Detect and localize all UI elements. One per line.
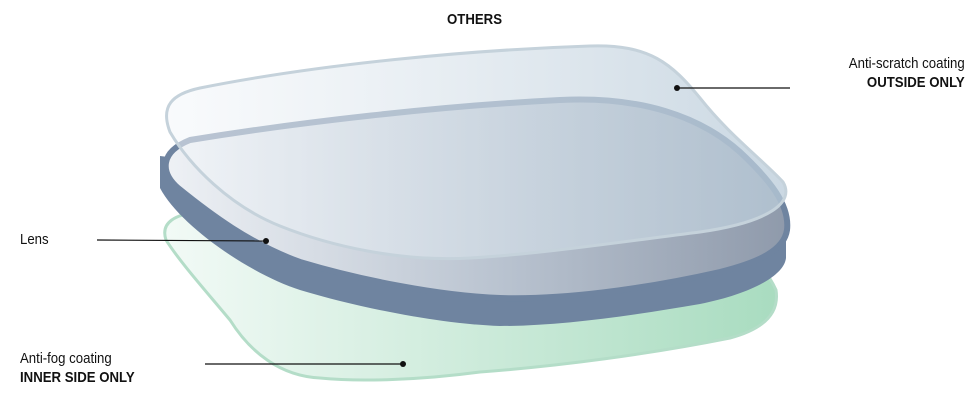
diagram-title: OTHERS: [447, 11, 503, 28]
anti-scratch-label: Anti-scratch coating OUTSIDE ONLY: [849, 54, 965, 92]
anti-fog-label: Anti-fog coating INNER SIDE ONLY: [20, 349, 135, 387]
lens-leader-dot: [263, 238, 269, 244]
scratch-leader-dot: [674, 85, 680, 91]
fog-leader-dot: [400, 361, 406, 367]
anti-fog-name: Anti-fog coating: [20, 350, 112, 367]
lens-leader-line: [96, 239, 267, 242]
lens-label: Lens: [20, 231, 49, 248]
anti-scratch-note: OUTSIDE ONLY: [867, 74, 965, 91]
anti-fog-note: INNER SIDE ONLY: [20, 369, 135, 386]
anti-scratch-layer: [165, 44, 788, 261]
anti-scratch-name: Anti-scratch coating: [849, 55, 965, 72]
